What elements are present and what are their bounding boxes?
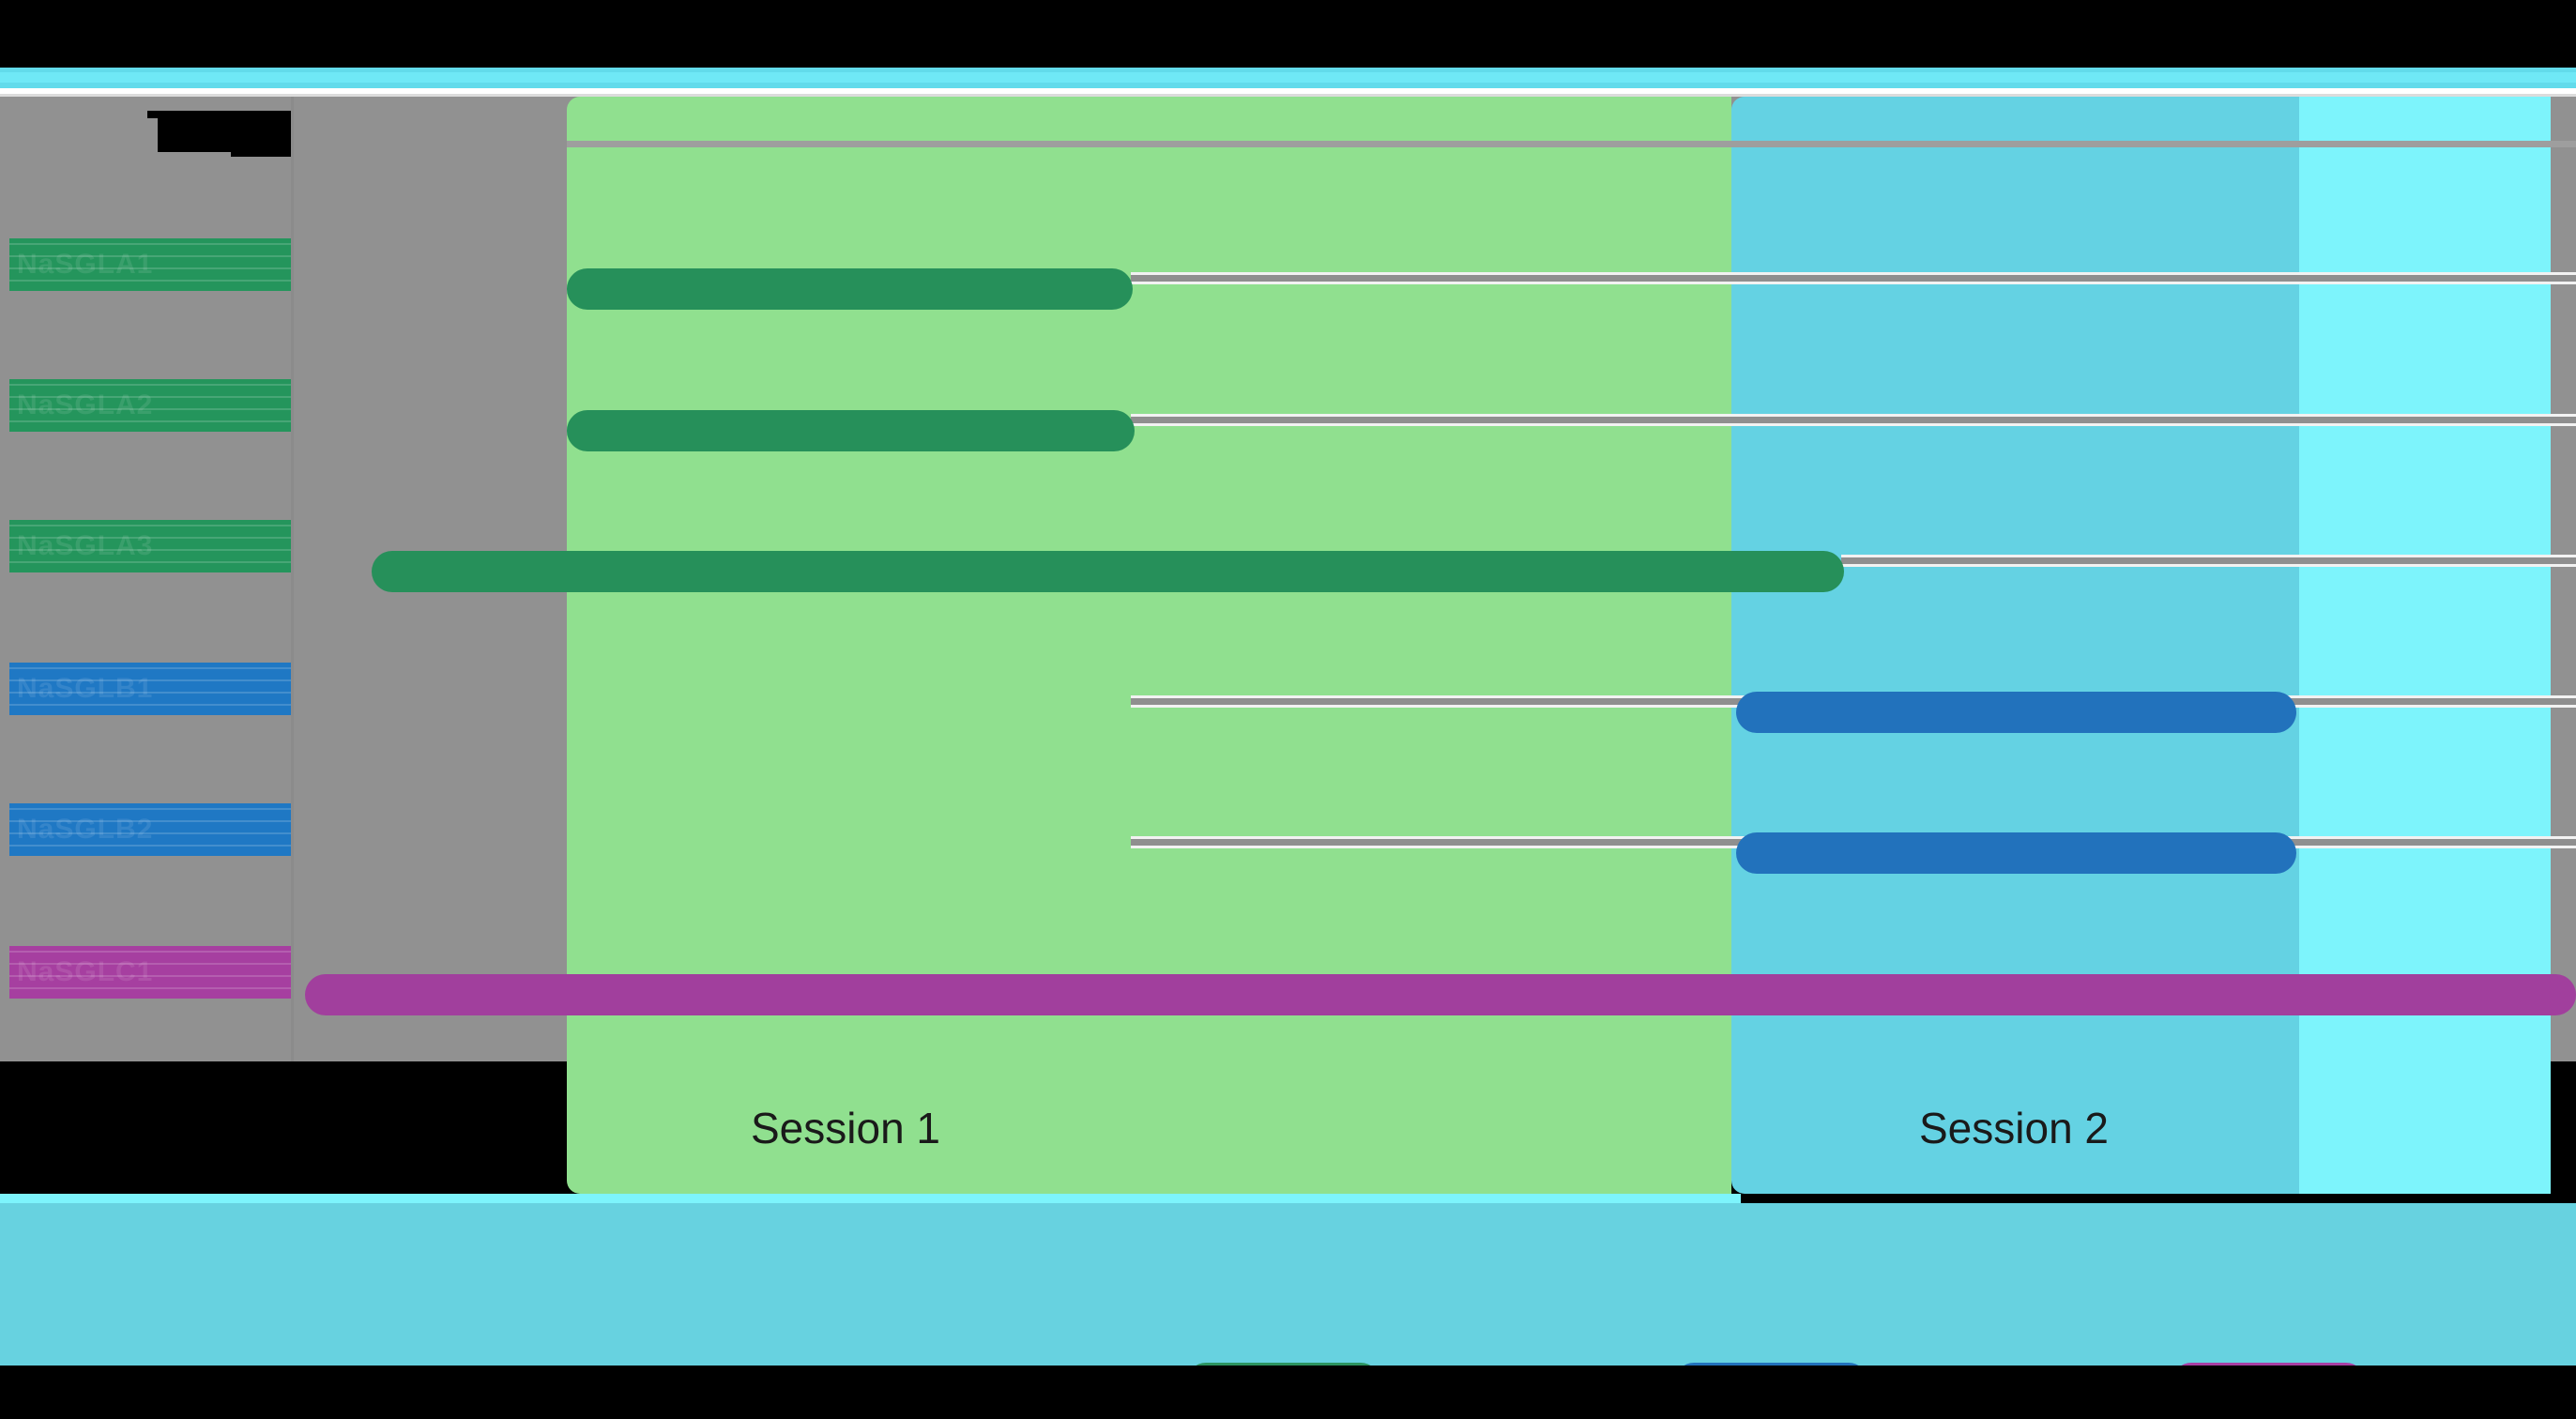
panel-seam-divider (291, 97, 294, 1061)
session-1-caption: Session 1 (751, 1104, 941, 1152)
row-label-text: NaSGLA2 (17, 389, 154, 420)
header-title-redaction (158, 114, 291, 152)
gridline (1131, 275, 2576, 282)
row-label-text: NaSGLB1 (17, 673, 154, 704)
header-title-redaction-bottom (231, 149, 291, 157)
row-label-text: NaSGLC1 (17, 956, 154, 987)
right-gutter (2551, 97, 2576, 1061)
gridline (1131, 417, 2576, 423)
row-label-nasgla1[interactable]: NaSGLA1 (9, 238, 291, 291)
top-accent-rail-highlight (0, 72, 2576, 83)
row-label-nasgla2[interactable]: NaSGLA2 (9, 379, 291, 432)
gridline (1841, 557, 2576, 564)
gridline (567, 141, 2576, 147)
gantt-bar-nasglb1[interactable] (1736, 692, 2296, 733)
row-label-nasglc1[interactable]: NaSGLC1 (9, 946, 291, 999)
header-divider (0, 88, 2576, 94)
window-footer-black (0, 1366, 2576, 1419)
gantt-bar-nasglb2[interactable] (1736, 832, 2296, 874)
row-label-nasglb1[interactable]: NaSGLB1 (9, 663, 291, 715)
row-label-nasgla3[interactable]: NaSGLA3 (9, 520, 291, 572)
row-label-text: NaSGLB2 (17, 814, 154, 845)
gantt-bar-nasgla3[interactable] (372, 551, 1844, 592)
header-title-redaction-top (147, 111, 291, 118)
window-titlebar-black (0, 0, 2576, 68)
gantt-bar-nasglc1[interactable] (305, 974, 2576, 1015)
session-band-3 (2299, 97, 2551, 1194)
session-band-1-extend (1131, 97, 1731, 1194)
row-label-text: NaSGLA3 (17, 530, 154, 561)
session-2-caption: Session 2 (1919, 1104, 2110, 1152)
bottom-band (0, 1203, 2576, 1366)
bottom-band-highlight (0, 1194, 1741, 1205)
row-label-nasglb2[interactable]: NaSGLB2 (9, 803, 291, 856)
row-label-text: NaSGLA1 (17, 249, 154, 280)
session-band-2 (1731, 97, 2299, 1194)
header-divider-shadow (0, 94, 2576, 97)
gantt-bar-nasgla1[interactable] (567, 268, 1133, 310)
gantt-bar-nasgla2[interactable] (567, 410, 1135, 451)
